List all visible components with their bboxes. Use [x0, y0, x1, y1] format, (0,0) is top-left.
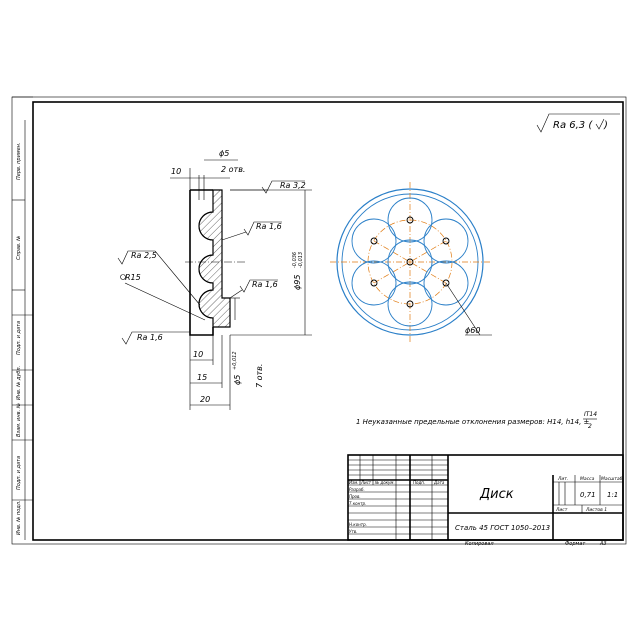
scale-value: 1:1 [607, 491, 618, 499]
dim-15: 15 [197, 373, 207, 382]
dim-hole-count: 2 отв. [221, 165, 245, 174]
note-den: 2 [588, 423, 592, 430]
mass-value: 0,71 [580, 491, 596, 499]
general-roughness-text: Ra 6,3 ( [553, 120, 593, 131]
copied-label: Копировал [465, 541, 494, 547]
stamp-inv-dubl: Инв. № дубл. [16, 366, 22, 400]
dim-pitch: ϕ60 [465, 326, 480, 335]
ra-bottom: Ra 1,6 [137, 333, 163, 342]
pockets [351, 197, 469, 327]
stamp-sprav: Справ. № [16, 236, 22, 260]
stamp-perv: Перв. примен. [16, 142, 22, 180]
hdr-izm: Изм. [349, 480, 358, 485]
side-stamp: Перв. примен. Справ. № Подп. и дата Инв.… [12, 96, 33, 540]
radius-label: R15 [125, 273, 141, 282]
dim-10: 10 [193, 350, 203, 359]
sheet-label: Лист [555, 507, 568, 513]
stamp-inv-podl: Инв. № подл. [16, 501, 22, 536]
title-block: Изм. Лист № докум. Подп. Дата Разраб. Пр… [347, 454, 624, 547]
hdr-lit: Лит. [557, 476, 568, 482]
hdr-scale: Масштаб [601, 476, 623, 482]
dim-hole-dia: ϕ5 [219, 149, 229, 158]
outer-circle [336, 188, 484, 336]
dim-left-10: 10 [171, 167, 181, 176]
material: Сталь 45 ГОСТ 1050–2013 [455, 524, 550, 532]
role-tkontr: Т.контр. [349, 501, 366, 506]
ra-left: Ra 2,5 [131, 251, 157, 260]
ra-top: Ra 3,2 [280, 181, 306, 190]
format-label: Формат [565, 541, 586, 547]
note-num: IT14 [584, 411, 597, 418]
role-prov: Пров. [349, 494, 361, 499]
stamp-podp1: Подп. и дата [16, 321, 22, 355]
dim-outer-tol-lower: -0,013 [298, 252, 304, 268]
stamp-podp2: Подп. и дата [16, 456, 22, 490]
technical-note: 1 Неуказанные предельные отклонения разм… [356, 411, 597, 430]
general-roughness: Ra 6,3 ( ) [536, 113, 620, 133]
format-value: А3 [599, 541, 607, 547]
dim-20: 20 [200, 395, 210, 404]
dim-hole2-dia: ϕ5 [233, 375, 242, 385]
sheets-label: Листов 1 [585, 507, 607, 513]
hdr-list: Лист [360, 480, 372, 485]
note-text: 1 Неуказанные предельные отклонения разм… [356, 418, 590, 426]
dim-outer-tol-upper: -0,036 [292, 252, 298, 268]
dim-outer: ϕ95 [293, 275, 302, 290]
front-view: ϕ60 [330, 182, 492, 342]
outer-frame [11, 96, 627, 545]
center-pocket [387, 239, 433, 285]
role-nkontr: Н.контр. [349, 522, 367, 527]
section-view: 10 ϕ5 2 отв. Ra 3,2 ϕ95 -0,036 -0,013 Ra… [117, 149, 312, 410]
holes [370, 216, 450, 308]
dim-hole2-count: 7 отв. [255, 364, 264, 388]
hdr-data: Дата [433, 480, 445, 485]
hdr-mass: Масса [580, 476, 595, 482]
part-name: Диск [479, 487, 514, 502]
hdr-doc: № докум. [374, 480, 395, 485]
hdr-podp: Подп. [413, 480, 425, 485]
role-razrab: Разраб. [349, 487, 365, 492]
ra-right: Ra 1,6 [252, 280, 278, 289]
ra-mid: Ra 1,6 [256, 222, 282, 231]
general-roughness-close: ) [603, 120, 608, 131]
dim-hole2-tol: +0,012 [232, 351, 238, 370]
inner-frame [32, 101, 624, 541]
role-utv: Утв. [349, 529, 357, 534]
stamp-vzam: Взам. инв. № [16, 403, 22, 437]
